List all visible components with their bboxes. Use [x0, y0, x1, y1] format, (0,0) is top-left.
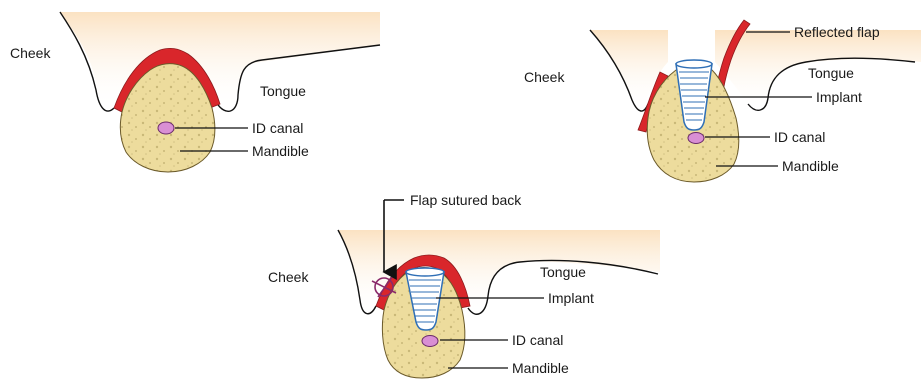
label-id-canal-2: ID canal [774, 129, 825, 145]
implant-top-3 [406, 268, 444, 276]
label-mandible-3: Mandible [512, 360, 569, 376]
panel-3: Flap sutured back Cheek Tongue Implant I… [268, 192, 660, 378]
soft-tissue-1 [60, 12, 380, 110]
label-id-canal-1: ID canal [252, 120, 303, 136]
label-tongue-1: Tongue [260, 83, 306, 99]
panel-1: Cheek Tongue ID canal Mandible [10, 12, 380, 172]
label-flap-sutured: Flap sutured back [410, 192, 522, 208]
label-implant-3: Implant [548, 290, 594, 306]
soft-tissue-2 [590, 30, 921, 110]
label-mandible-2: Mandible [782, 158, 839, 174]
id-canal-3 [422, 336, 438, 347]
label-reflected-flap: Reflected flap [794, 24, 880, 40]
label-cheek-3: Cheek [268, 269, 309, 285]
panel-2: Reflected flap Cheek Tongue Implant ID c… [524, 20, 921, 182]
label-cheek-1: Cheek [10, 45, 51, 61]
label-mandible-1: Mandible [252, 143, 309, 159]
id-canal-1 [158, 122, 174, 134]
id-canal-2 [688, 133, 704, 144]
label-tongue-3: Tongue [540, 264, 586, 280]
label-implant-2: Implant [816, 89, 862, 105]
implant-top-2 [676, 60, 712, 68]
label-tongue-2: Tongue [808, 65, 854, 81]
label-id-canal-3: ID canal [512, 332, 563, 348]
label-cheek-2: Cheek [524, 69, 565, 85]
